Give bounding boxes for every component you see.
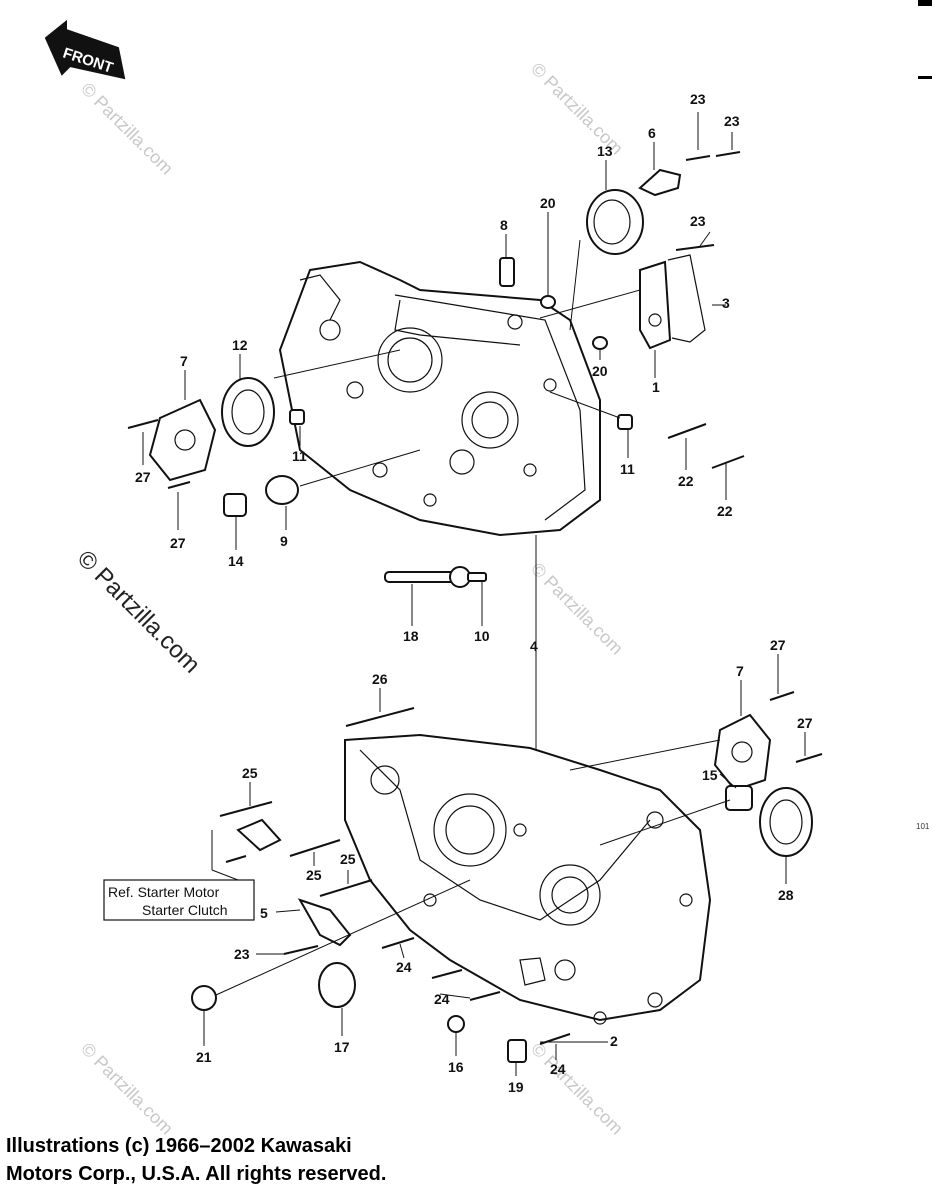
callout-25-b: 25 [306, 867, 322, 883]
watermark-text: © Partzilla.com [72, 545, 205, 678]
callout-27-a: 27 [135, 469, 151, 485]
callout-14: 14 [228, 553, 244, 569]
callout-6: 6 [648, 125, 656, 141]
callout-21: 21 [196, 1049, 212, 1065]
callout-23-a: 23 [690, 91, 706, 107]
callout-25-a: 25 [242, 765, 258, 781]
callout-27-d: 27 [797, 715, 813, 731]
callout-12: 12 [232, 337, 248, 353]
reference-box-line1: Ref. Starter Motor [108, 884, 220, 900]
callout-5: 5 [260, 905, 268, 921]
callout-22-upper: 22 [678, 473, 694, 489]
lower-small-parts [191, 713, 813, 1063]
corner-mark-bottom [918, 76, 932, 79]
reference-box-line2: Starter Clutch [142, 902, 228, 918]
copyright-line1: Illustrations (c) 1966–2002 Kawasaki [6, 1135, 352, 1157]
callout-10: 10 [474, 628, 490, 644]
callout-23-d: 23 [234, 946, 250, 962]
callout-24-b: 24 [434, 991, 450, 1007]
callout-16: 16 [448, 1059, 464, 1075]
watermark-text: © Partzilla.com [77, 79, 177, 179]
callout-17: 17 [334, 1039, 350, 1055]
callout-19: 19 [508, 1079, 524, 1095]
callout-4: 4 [530, 638, 538, 654]
upper-crankcase [278, 260, 601, 537]
bolts [127, 151, 823, 1045]
watermark-text: © Partzilla.com [77, 1039, 177, 1139]
callout-3: 3 [722, 295, 730, 311]
callout-15: 15 [702, 767, 718, 783]
watermark-text: © Partzilla.com [527, 1039, 627, 1139]
callout-23-b: 23 [724, 113, 740, 129]
side-code: 101 [916, 822, 930, 831]
callout-1: 1 [652, 379, 660, 395]
callout-24-c: 24 [550, 1061, 566, 1077]
callout-labels: 1 2 3 4 5 6 7 7 8 9 10 11 11 12 13 14 15… [135, 91, 813, 1095]
callout-11-left: 11 [292, 448, 307, 464]
callout-26: 26 [372, 671, 388, 687]
callout-13: 13 [597, 143, 613, 159]
upper-small-parts [148, 168, 706, 588]
corner-mark-top [918, 0, 932, 6]
callout-27-c: 27 [770, 637, 786, 653]
callout-7-upper: 7 [180, 353, 188, 369]
copyright-notice: Illustrations (c) 1966–2002 Kawasaki Mot… [6, 1132, 386, 1188]
lower-crankcase [344, 733, 712, 1025]
reference-box: Ref. Starter Motor Starter Clutch [103, 879, 255, 921]
callout-18: 18 [403, 628, 419, 644]
callout-8: 8 [500, 217, 508, 233]
callout-20-lower: 20 [592, 363, 608, 379]
leader-lines [142, 112, 806, 1076]
callout-7-lower: 7 [736, 663, 744, 679]
callout-2: 2 [610, 1033, 618, 1049]
callout-28: 28 [778, 887, 794, 903]
front-arrow: FRONT [44, 19, 126, 80]
copyright-line2: Motors Corp., U.S.A. All rights reserved… [6, 1163, 387, 1185]
watermark-text: © Partzilla.com [527, 559, 627, 659]
callout-27-b: 27 [170, 535, 186, 551]
callout-22-lower: 22 [717, 503, 733, 519]
callout-25-c: 25 [340, 851, 356, 867]
callout-11-right: 11 [620, 461, 635, 477]
callout-20-upper: 20 [540, 195, 556, 211]
callout-9: 9 [280, 533, 288, 549]
callout-24-a: 24 [396, 959, 412, 975]
callout-23-c: 23 [690, 213, 706, 229]
